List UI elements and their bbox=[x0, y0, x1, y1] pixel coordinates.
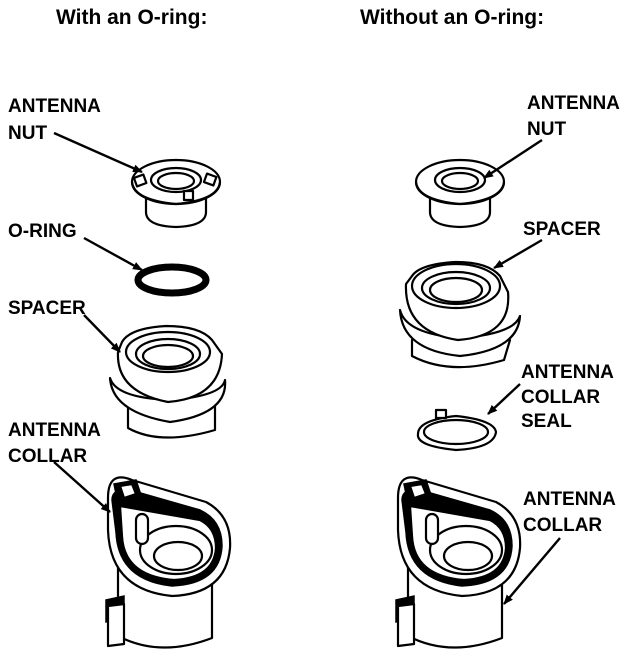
label-antenna-collar-right: ANTENNA COLLAR bbox=[523, 489, 616, 536]
svg-text:ANTENNA: ANTENNA bbox=[8, 96, 101, 117]
label-antenna-collar-left: ANTENNA COLLAR bbox=[8, 420, 101, 467]
label-spacer-right: SPACER bbox=[523, 219, 601, 240]
arrow-antenna-collar-left bbox=[53, 461, 111, 513]
antenna-collar-left bbox=[105, 476, 232, 649]
arrow-o-ring bbox=[83, 236, 143, 272]
antenna-collar-seal bbox=[416, 408, 498, 452]
antenna-nut-right bbox=[414, 158, 506, 229]
svg-text:ANTENNA: ANTENNA bbox=[523, 489, 616, 510]
heading-without-o-ring: Without an O-ring: bbox=[360, 6, 544, 29]
o-ring-part bbox=[134, 263, 210, 297]
svg-text:ANTENNA: ANTENNA bbox=[521, 362, 614, 383]
svg-text:ANTENNA: ANTENNA bbox=[8, 420, 101, 441]
svg-text:NUT: NUT bbox=[527, 119, 566, 140]
arrow-spacer-right bbox=[493, 238, 543, 270]
label-antenna-collar-seal: ANTENNA COLLAR SEAL bbox=[521, 362, 614, 432]
svg-text:COLLAR: COLLAR bbox=[523, 515, 602, 536]
arrow-spacer-left bbox=[83, 314, 121, 353]
arrow-antenna-nut-left bbox=[53, 131, 143, 174]
svg-text:ANTENNA: ANTENNA bbox=[527, 93, 620, 114]
arrow-antenna-collar-right bbox=[503, 537, 561, 605]
antenna-nut-left bbox=[130, 158, 222, 229]
svg-text:NUT: NUT bbox=[8, 123, 47, 144]
label-antenna-nut-left: ANTENNA NUT bbox=[8, 96, 101, 144]
svg-text:COLLAR: COLLAR bbox=[521, 387, 600, 408]
antenna-collar-right bbox=[395, 476, 522, 649]
arrow-antenna-collar-seal bbox=[487, 383, 521, 415]
label-spacer-left: SPACER bbox=[8, 298, 86, 319]
label-o-ring: O-RING bbox=[8, 221, 77, 242]
arrow-antenna-nut-right bbox=[483, 138, 543, 180]
spacer-right bbox=[398, 260, 522, 369]
heading-with-o-ring: With an O-ring: bbox=[56, 6, 207, 29]
label-antenna-nut-right: ANTENNA NUT bbox=[527, 93, 620, 140]
spacer-left bbox=[108, 324, 227, 439]
svg-text:SEAL: SEAL bbox=[521, 411, 572, 432]
svg-text:COLLAR: COLLAR bbox=[8, 446, 87, 467]
